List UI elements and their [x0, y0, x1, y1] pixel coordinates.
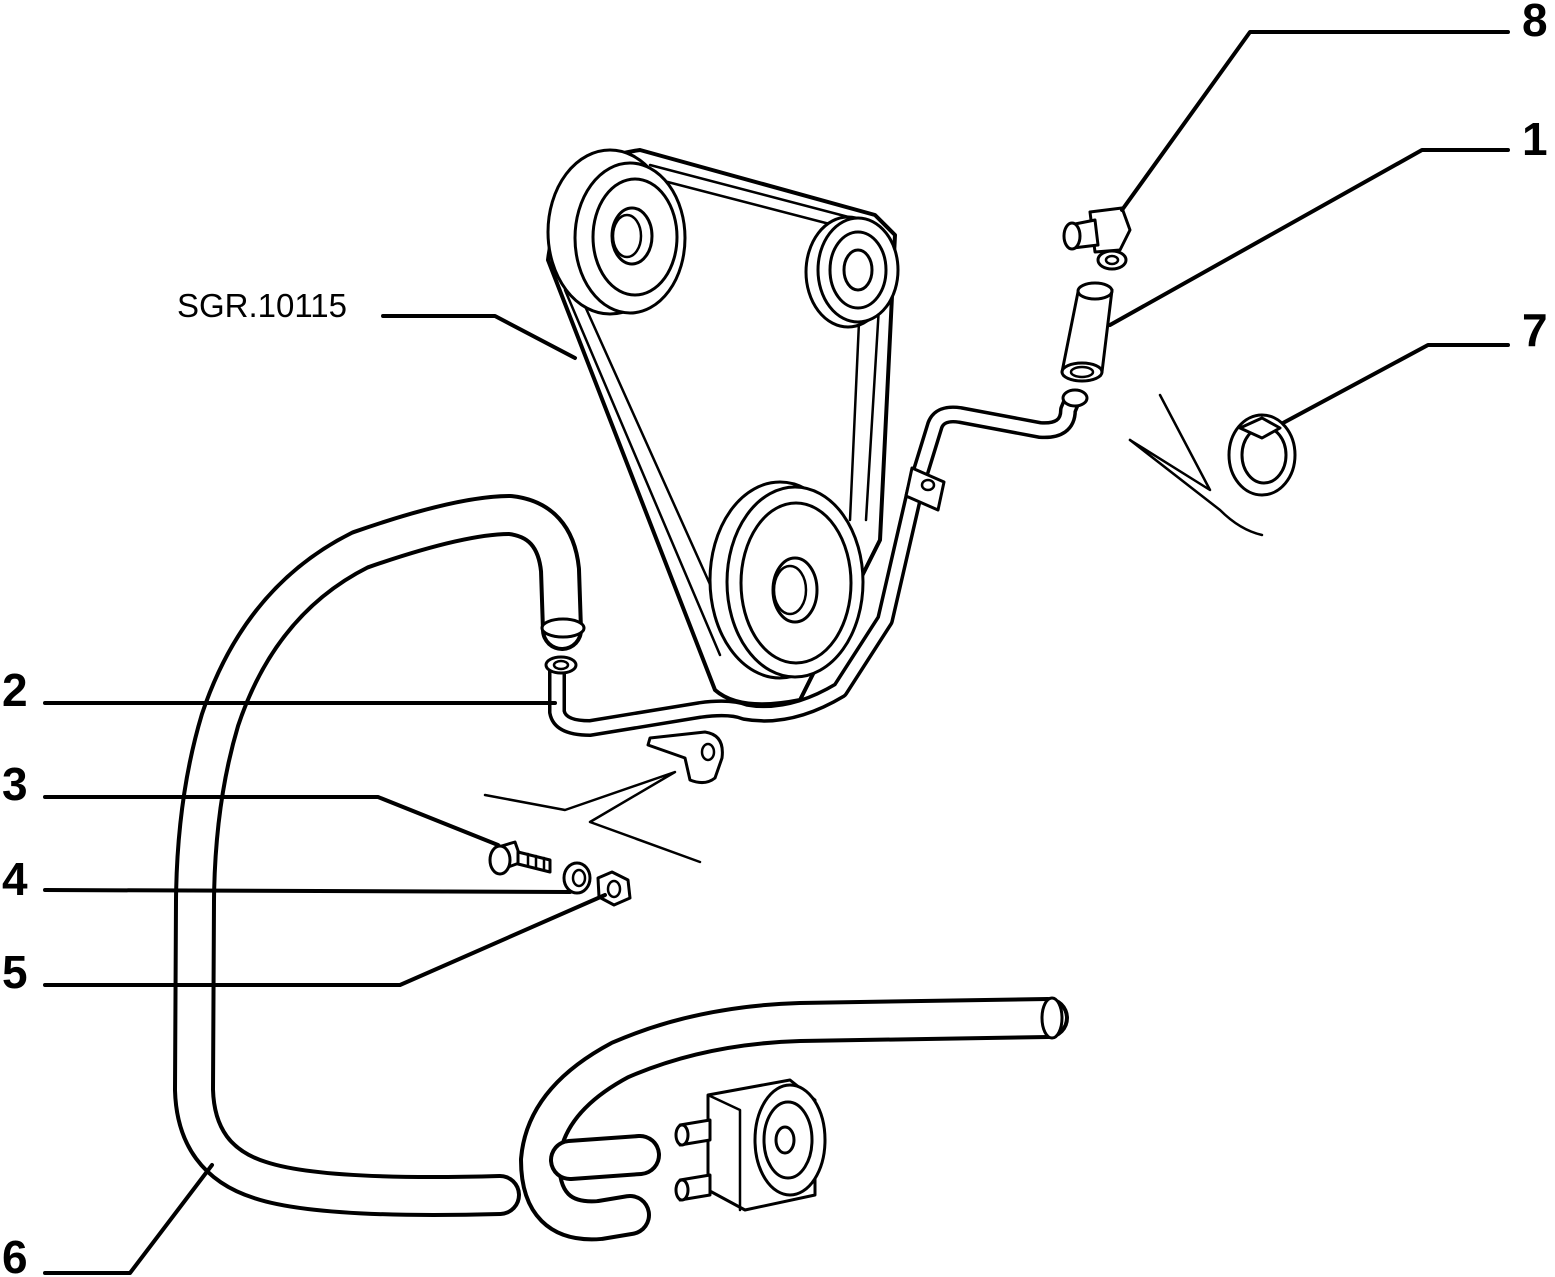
leader-4 [43, 888, 572, 894]
reference-code-label: SGR.10115 [177, 287, 347, 324]
callout-7: 7 [1522, 304, 1548, 356]
part-3-bolt [488, 840, 552, 876]
part-8-fitting [1062, 206, 1132, 271]
install-arrow-left [483, 770, 702, 864]
oil-cooler [674, 1078, 827, 1212]
callout-3: 3 [2, 758, 28, 810]
leader-lines [43, 30, 1510, 1275]
callout-6: 6 [2, 1231, 28, 1277]
callout-1: 1 [1522, 113, 1548, 165]
leader-8 [1120, 30, 1510, 212]
pulley-top-right [804, 215, 900, 329]
install-arrow-right [1128, 393, 1264, 537]
leader-6 [43, 1163, 214, 1275]
leader-1 [1108, 148, 1510, 327]
part-5-nut [596, 870, 632, 907]
hose-lower [519, 996, 1069, 1242]
callout-2: 2 [2, 664, 28, 716]
oil-pipe [544, 388, 1089, 785]
part-1-sleeve [1060, 281, 1114, 383]
leader-ref [381, 314, 577, 360]
callout-5: 5 [2, 946, 28, 998]
callout-4: 4 [2, 853, 28, 905]
callout-8: 8 [1522, 0, 1548, 46]
leader-3 [43, 795, 500, 847]
leader-5 [43, 893, 607, 987]
hose-upper [173, 494, 586, 1217]
belt-drive [546, 148, 900, 707]
leader-7 [1281, 343, 1510, 425]
pulley-bottom [708, 480, 865, 680]
pulley-top-left [546, 148, 687, 316]
part-4-washer [562, 861, 592, 895]
part-7-clamp [1227, 413, 1297, 497]
